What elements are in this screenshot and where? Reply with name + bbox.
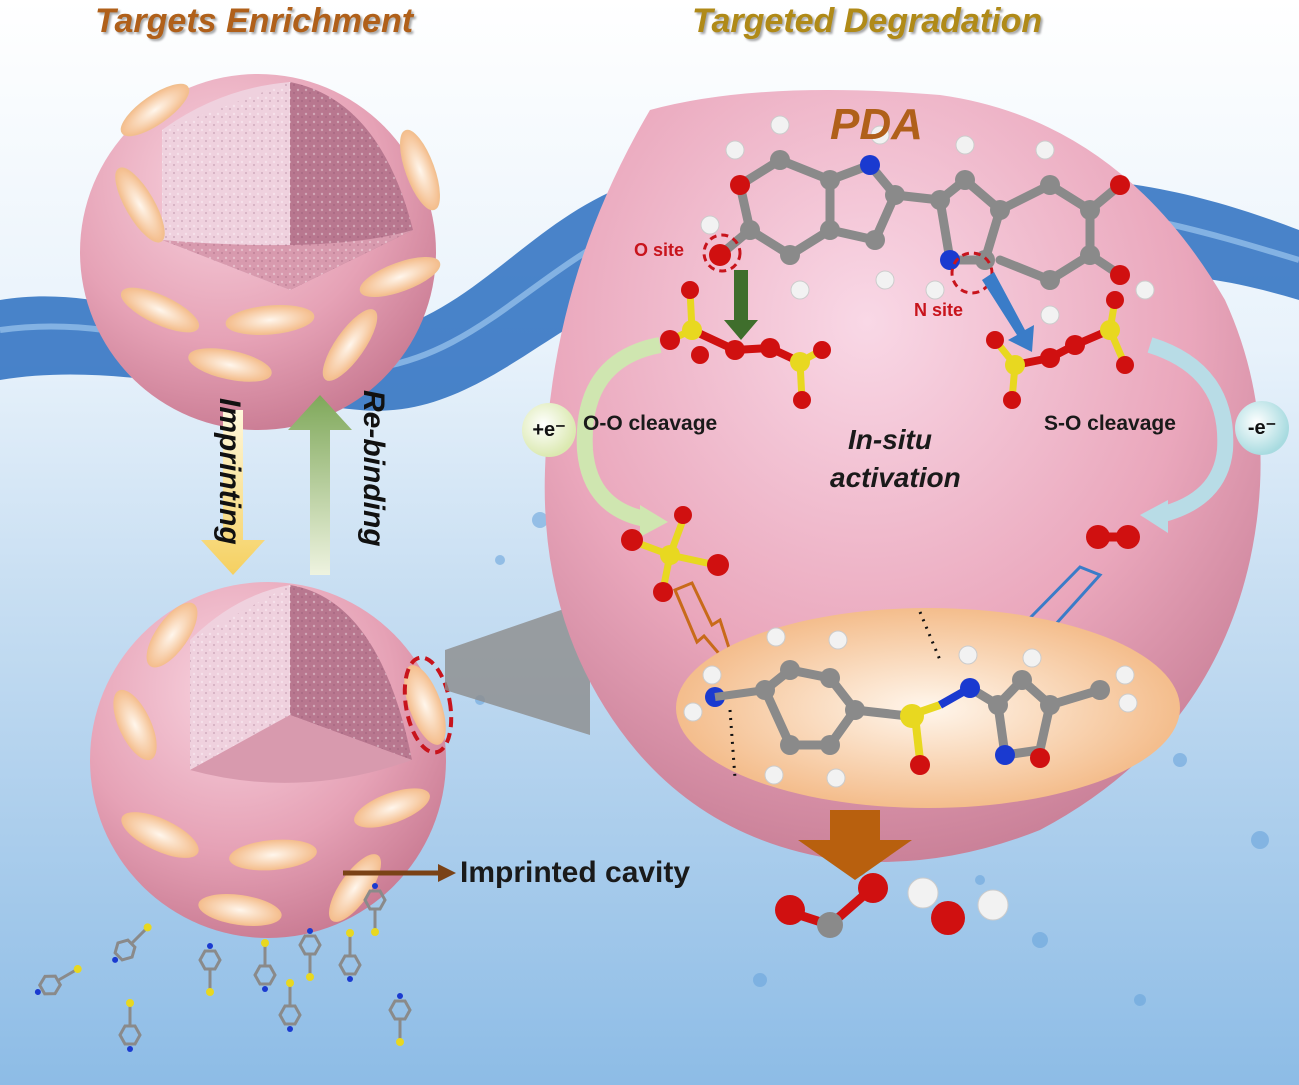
mip-sphere-loaded — [80, 74, 441, 430]
activation-label: activation — [830, 462, 961, 493]
imprinted-cavity-label: Imprinted cavity — [460, 856, 691, 889]
persulfate-right — [986, 291, 1134, 409]
plus-electron-label: +e⁻ — [532, 418, 566, 441]
imprinting-label: Imprinting — [213, 398, 246, 545]
o-site-label: O site — [634, 240, 685, 260]
n-site-ring — [950, 251, 994, 295]
pda-label: PDA — [830, 100, 923, 149]
free-target-molecules — [34, 883, 412, 1052]
persulfate-left — [660, 281, 831, 409]
insitu-label: In-situ — [848, 424, 932, 455]
o-site-ring — [702, 233, 742, 273]
imprinting-arrow — [201, 410, 265, 575]
sulfamethoxazole-molecule — [683, 611, 1138, 788]
sulfate-radical — [621, 506, 729, 602]
imprinted-cavity-arrow — [343, 864, 456, 882]
electron-loss-bubble — [1235, 401, 1289, 455]
zoom-wedge — [445, 600, 590, 735]
electron-gain-bubble — [522, 403, 576, 457]
oo-cleavage-curve-arrow — [576, 337, 662, 528]
singlet-oxygen — [1086, 525, 1140, 549]
pda-molecule — [700, 115, 1155, 325]
rebinding-label: Re-binding — [357, 390, 390, 547]
so-cleavage-curve-arrow — [1147, 337, 1234, 523]
o-site-arrow — [724, 270, 758, 340]
so-cleavage-label: S-O cleavage — [1044, 412, 1176, 435]
title-targets-enrichment: Targets Enrichment — [95, 2, 414, 40]
minus-electron-label: -e⁻ — [1247, 416, 1277, 439]
n-site-arrow — [982, 272, 1034, 352]
n-site-label: N site — [914, 300, 964, 320]
h2o-product — [907, 877, 1009, 935]
co2-product — [775, 873, 888, 938]
title-targeted-degradation: Targeted Degradation — [692, 2, 1043, 40]
mip-sphere-imprinted — [90, 582, 454, 938]
oo-cleavage-label: O-O cleavage — [583, 412, 718, 435]
rebinding-arrow — [288, 395, 352, 575]
degradation-arrow — [798, 810, 912, 880]
highlighted-cavity-ring — [402, 655, 454, 755]
